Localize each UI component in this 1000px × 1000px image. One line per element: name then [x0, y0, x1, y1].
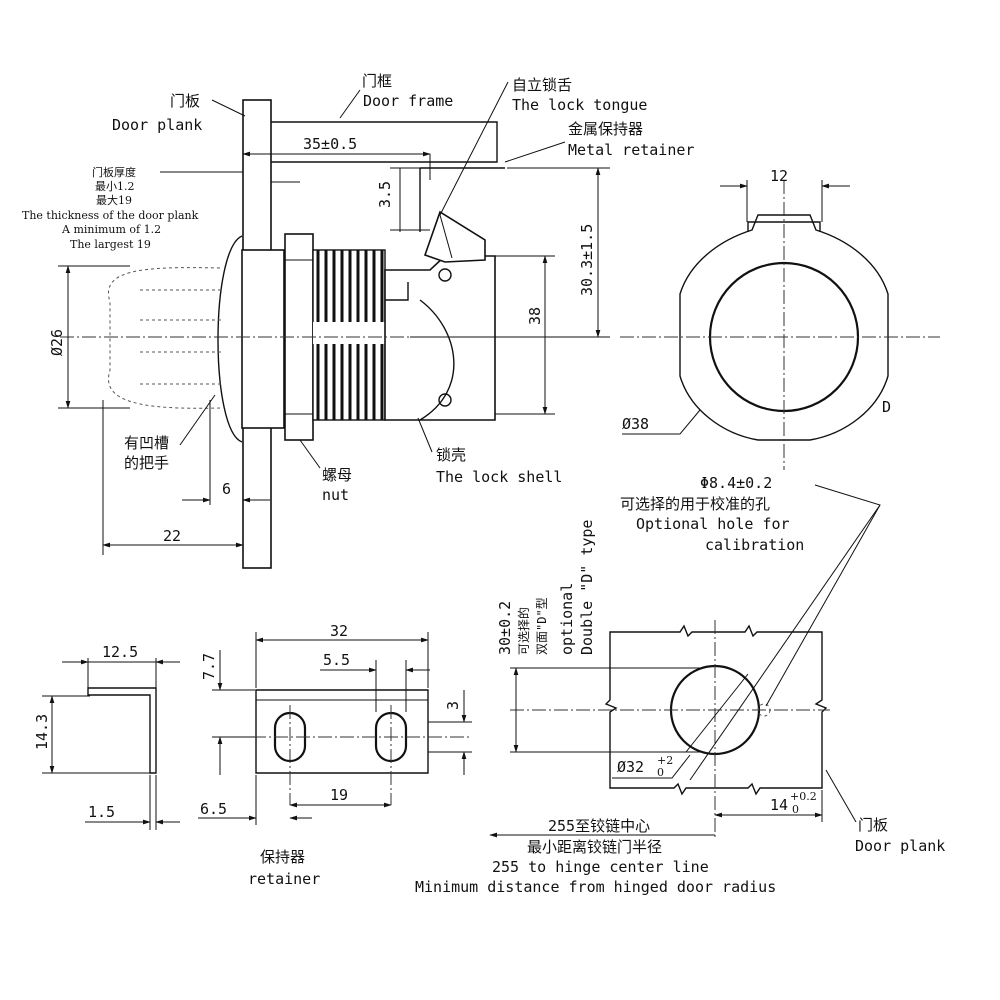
- dim-30: 30±0.2: [496, 601, 514, 655]
- dim-38: 38: [526, 307, 544, 325]
- thickness-en2: A minimum of 1.2: [61, 223, 161, 236]
- dim-12: 12: [770, 167, 788, 185]
- optional-hole-cn: 可选择的用于校准的孔: [620, 495, 770, 513]
- hinge-en2: Minimum distance from hinged door radius: [415, 878, 776, 896]
- d-type-en2: Double "D" type: [578, 520, 596, 655]
- grooved-handle-cn2: 的把手: [124, 454, 169, 472]
- lock-shell-shape: [384, 255, 496, 421]
- d-type-cn2: 双面"D"型: [535, 597, 549, 655]
- lock-tongue-shape: [423, 210, 486, 263]
- dim-phi32-tol2: 0: [657, 766, 664, 779]
- cutout-view: 30±0.2 可选择的 双面"D"型 optional Double "D" t…: [415, 474, 945, 896]
- d-type-cn1: 可选择的: [516, 607, 531, 655]
- dim-14-3: 14.3: [33, 714, 51, 750]
- hinge-en1: 255 to hinge center line: [492, 858, 709, 876]
- door-plank2-cn: 门板: [858, 816, 888, 834]
- door-frame-cn: 门框: [362, 72, 392, 90]
- hinge-cn2: 最小距离铰链门半径: [527, 838, 662, 856]
- side-view-labels: 门框 Door frame 门板 Door plank 自立锁舌 The loc…: [22, 72, 694, 504]
- optional-hole-en2: calibration: [705, 536, 804, 554]
- thickness-cn3: 最大19: [96, 193, 132, 207]
- retainer-l-profile: [87, 687, 157, 774]
- flange-shape: [241, 249, 285, 429]
- lock-tongue-en: The lock tongue: [512, 96, 647, 114]
- d-type-en1: optional: [558, 583, 576, 655]
- side-view-dimensions: 35±0.5 3.5 30.3±1.5 38 Ø26 6 22: [48, 135, 610, 555]
- dim-3: 3: [444, 701, 462, 710]
- optional-hole-en1: Optional hole for: [636, 515, 790, 533]
- door-plank-en: Door plank: [112, 116, 202, 134]
- thickness-en3: The largest 19: [70, 238, 151, 251]
- handle-dotted-outline: [108, 267, 221, 409]
- front-outer-ring: [679, 214, 889, 441]
- door-frame-shape: [271, 121, 498, 163]
- dim-12-5: 12.5: [102, 643, 138, 661]
- dim-14-tol2: 0: [792, 803, 799, 816]
- dim-32: 32: [330, 622, 348, 640]
- dim-14: 14: [770, 796, 788, 814]
- dim-6-5: 6.5: [200, 800, 227, 818]
- door-plank2-en: Door plank: [855, 837, 945, 855]
- dim-19: 19: [330, 786, 348, 804]
- thickness-cn1: 门板厚度: [92, 165, 136, 179]
- retainer-cn: 保持器: [260, 848, 305, 866]
- metal-retainer-en: Metal retainer: [568, 141, 694, 159]
- retainer-views: 12.5 14.3 1.5 32 5.5 7.7: [33, 622, 472, 888]
- dim-phi32: Ø32: [617, 758, 644, 776]
- dim-phi8-4: Φ8.4±0.2: [700, 474, 772, 492]
- door-plank-cn: 门板: [170, 92, 200, 110]
- door-frame-en: Door frame: [363, 92, 453, 110]
- dim-30-3: 30.3±1.5: [578, 224, 596, 296]
- thickness-en1: The thickness of the door plank: [22, 209, 199, 222]
- dim-35: 35±0.5: [303, 135, 357, 153]
- grooved-handle-shape: [217, 235, 243, 443]
- thickness-cn2: 最小1.2: [95, 180, 135, 193]
- dim-phi38: Ø38: [622, 415, 649, 433]
- dim-22: 22: [163, 527, 181, 545]
- dim-1-5: 1.5: [88, 803, 115, 821]
- door-plank-cutout: [604, 624, 828, 796]
- d-letter: D: [882, 398, 891, 416]
- retainer-en: retainer: [248, 870, 320, 888]
- lock-tongue-cn: 自立锁舌: [512, 76, 572, 94]
- grooved-handle-cn1: 有凹槽: [124, 434, 169, 452]
- dim-7-7: 7.7: [200, 653, 218, 680]
- metal-retainer-shape: [419, 167, 505, 232]
- dim-phi26: Ø26: [48, 329, 66, 356]
- metal-retainer-cn: 金属保持器: [568, 120, 643, 138]
- dim-5-5: 5.5: [323, 651, 350, 669]
- dim-14-tol: +0.2: [790, 790, 817, 803]
- dim-3-5: 3.5: [376, 181, 394, 208]
- retainer-plate: [255, 689, 429, 774]
- lock-shell-en: The lock shell: [436, 468, 562, 486]
- front-view: 12 Ø38 D: [620, 167, 940, 470]
- lock-shell-cn: 锁壳: [436, 446, 466, 464]
- hinge-cn1: 255至铰链中心: [548, 817, 650, 835]
- dim-phi32-tol: +2: [657, 754, 673, 767]
- dim-6: 6: [222, 480, 231, 498]
- nut-en: nut: [322, 486, 349, 504]
- nut-cn: 螺母: [322, 466, 352, 484]
